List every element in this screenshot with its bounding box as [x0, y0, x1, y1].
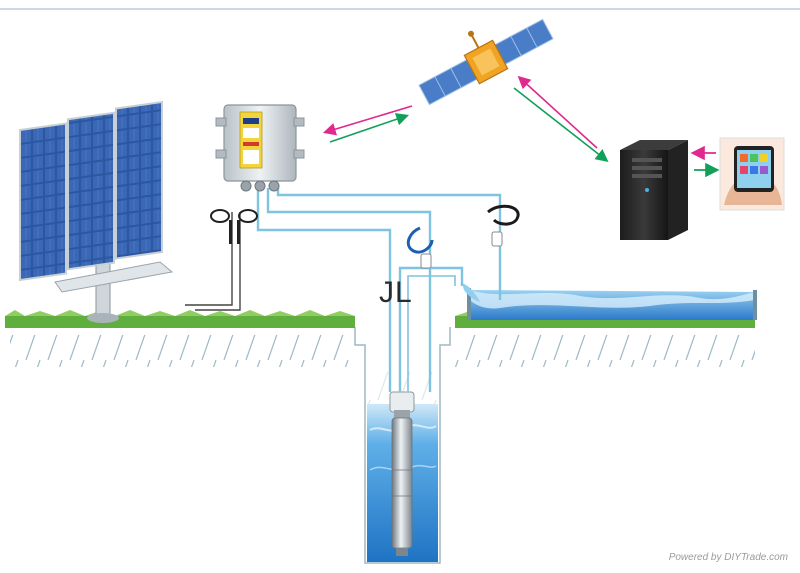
grass-left — [5, 316, 355, 328]
smartphone-icon — [719, 137, 785, 211]
mc4-connector-icon — [210, 209, 258, 244]
top-rule — [0, 8, 800, 10]
well — [367, 391, 438, 562]
controller-box-icon — [215, 104, 305, 192]
arrow-server-to-sat — [517, 75, 598, 149]
pipes-and-cables — [256, 188, 502, 392]
footer-credit: Powered by DIYTrade.com — [668, 552, 788, 563]
arrow-sat-to-controller — [322, 105, 413, 136]
communication-arrows — [322, 75, 720, 178]
submersible-pump-icon — [389, 391, 415, 556]
arrow-sat-to-server — [513, 87, 609, 162]
pump-cable — [256, 188, 392, 392]
tank-sensor-cable — [276, 188, 502, 300]
soil-hatch-right — [455, 335, 755, 367]
soil-hatch-left — [10, 335, 355, 367]
float-switch-icon — [406, 226, 434, 269]
well-sensor-cable — [266, 188, 432, 392]
arrow-controller-to-sat — [329, 113, 410, 143]
water-tank — [462, 283, 757, 320]
solar-panel-icon — [19, 100, 241, 323]
tank-float-switch-icon — [487, 204, 520, 247]
watermark: JL — [379, 276, 413, 309]
well-shaft — [354, 327, 451, 564]
server-tower-icon — [620, 140, 688, 240]
satellite-icon — [418, 18, 554, 106]
